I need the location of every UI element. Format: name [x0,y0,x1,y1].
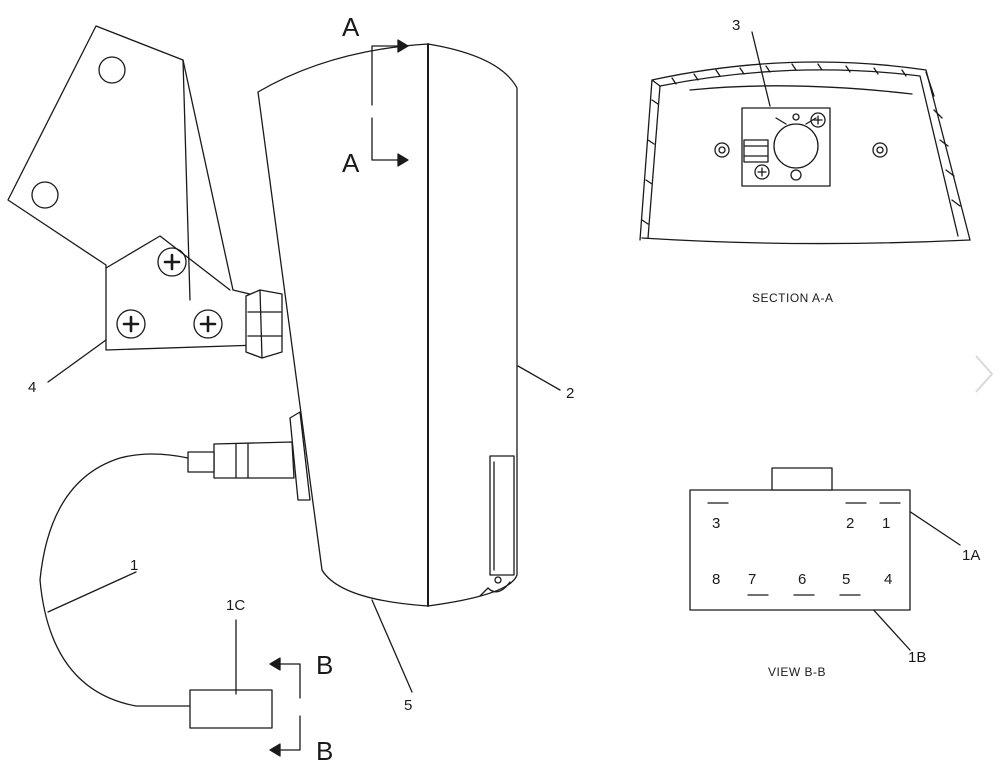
section-aa-detail [639,61,971,245]
callout-1b: 1B [908,649,926,666]
pin-label-7: 7 [748,571,756,588]
section-label-a-top: A [342,12,360,42]
pin-label-8: 8 [712,571,720,588]
cable [39,453,191,707]
pin-label-6: 6 [798,571,806,588]
chevron-right-icon[interactable] [970,352,998,396]
section-label-b-top: B [316,650,333,680]
pin-label-1: 1 [882,515,890,532]
section-label-b-bottom: B [316,736,333,766]
caption-section-aa: SECTION A-A [752,291,834,305]
sensor-housing [257,43,518,607]
callout-1: 1 [130,557,138,574]
pin-label-4: 4 [884,571,892,588]
bracket-bolt-right [193,309,223,339]
callout-4: 4 [28,379,36,396]
callout-1a: 1A [962,547,980,564]
callout-1c: 1C [226,597,245,614]
hex-nut [245,289,283,359]
callout-3: 3 [732,17,740,34]
callout-5: 5 [404,697,412,714]
connector-plug [189,689,273,729]
section-cut-a [371,39,409,167]
section-label-a-bottom: A [342,148,360,178]
view-bb-connector-face [689,467,911,611]
cable-gland [187,411,311,501]
caption-view-bb: VIEW B-B [768,665,826,679]
section-cut-b [269,657,301,757]
pin-label-5: 5 [842,571,850,588]
bracket-bolt-left [116,309,146,339]
pin-label-2: 2 [846,515,854,532]
callout-2: 2 [566,385,574,402]
bracket-bolt-top [157,247,187,277]
mounting-bracket [7,25,259,351]
pin-label-3: 3 [712,515,720,532]
